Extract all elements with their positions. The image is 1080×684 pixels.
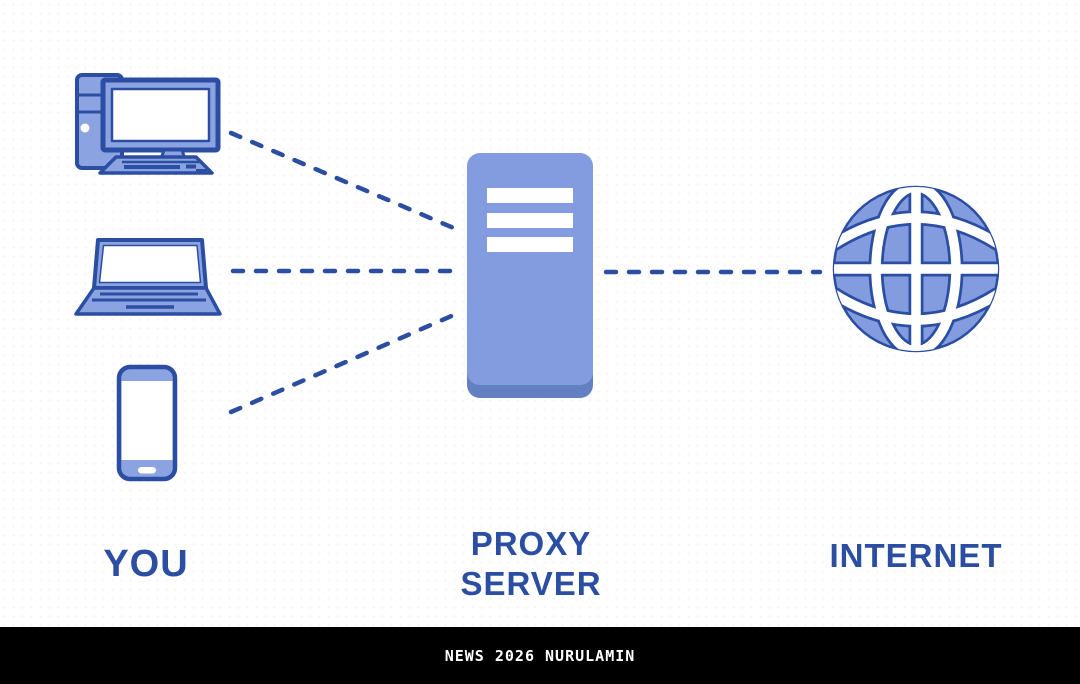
desktop-computer-icon [75, 73, 221, 175]
footer-watermark-text: NEWS 2026 NURULAMIN [444, 646, 636, 665]
laptop-icon [74, 238, 222, 316]
diagram-stage: YOU PROXY SERVER INTERNET [0, 0, 1080, 627]
internet-label: INTERNET [829, 537, 1003, 574]
server-icon [467, 153, 593, 398]
smartphone-icon [116, 364, 178, 482]
footer-bar: NEWS 2026 NURULAMIN [0, 627, 1080, 684]
connection-lines-layer [228, 130, 823, 415]
connection-desktop-to-proxy [228, 130, 459, 232]
proxy-server-label-line1: PROXY [470, 525, 592, 562]
globe-icon [832, 185, 1000, 353]
you-label: YOU [103, 543, 189, 585]
proxy-server-label: PROXY SERVER [421, 524, 641, 604]
proxy-server-label-line2: SERVER [460, 565, 602, 602]
connection-phone-to-proxy [228, 311, 459, 415]
